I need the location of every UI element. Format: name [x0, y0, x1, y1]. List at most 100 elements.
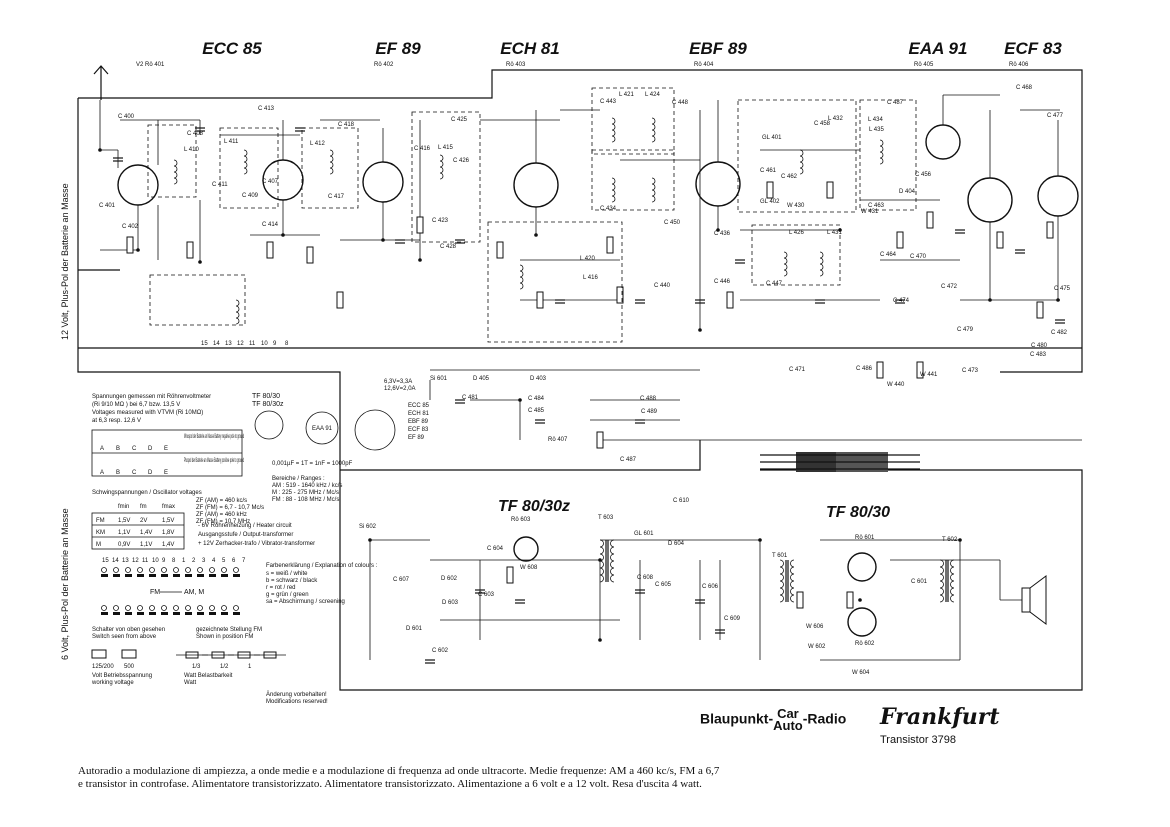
switch-am-label: AM, M	[184, 589, 204, 596]
revision-note-line: Änderung vorbehalten!	[266, 691, 327, 698]
tube-label: EBF 89	[689, 39, 747, 58]
socket-label: ECC 85	[408, 403, 430, 409]
speaker-symbol	[1021, 575, 1047, 625]
battery-col-label: C	[132, 446, 137, 452]
component-label: C 407	[262, 179, 279, 185]
component-label: L 431	[827, 230, 842, 236]
colour-legend-item: s = weiß / white	[266, 571, 308, 577]
measure-note-line: at 6,3 resp. 12,6 V	[92, 418, 141, 424]
switch-pin-label: 10	[261, 341, 268, 347]
component-label: W 606	[806, 624, 824, 630]
switch-pin-number: 2	[192, 558, 196, 564]
if-note-line: ZF (FM) = 6,7 - 10,7 Mc/s	[196, 505, 264, 511]
watt-fraction: 1/2	[220, 664, 229, 670]
component-label: C 434	[600, 206, 617, 212]
component-label: D 601	[406, 626, 423, 632]
component-label: C 461	[760, 168, 777, 174]
component-label: C 400	[118, 114, 135, 120]
colour-legend-item: g = grün / green	[266, 592, 309, 598]
component-label: C 610	[673, 498, 690, 504]
tf-left-label: TF 80/30z	[498, 498, 570, 515]
switch-note2-line: Shown in position FM	[196, 634, 253, 640]
osc-cell: 1,8V	[162, 530, 174, 536]
switch-pin-number: 6	[232, 558, 236, 564]
component-label: C 603	[478, 592, 495, 598]
component-label: C 447	[766, 281, 783, 287]
switch-pin-number: 14	[112, 558, 119, 564]
if-note: ZF (AM) = 460 kc/sZF (FM) = 6,7 - 10,7 M…	[196, 498, 264, 525]
switch-pin-label: 9	[273, 341, 277, 347]
socket-label: ECH 81	[408, 411, 430, 417]
component-label: GL 402	[760, 199, 780, 205]
colour-legend-item: b = schwarz / black	[266, 578, 318, 584]
component-label: T 601	[772, 553, 788, 559]
battery-col-label: D	[148, 470, 153, 476]
brand-auto: Auto	[773, 718, 803, 733]
switch-pin-number: 13	[122, 558, 129, 564]
tube-label: ECH 81	[500, 39, 560, 58]
battery-row-negative: Minuspol der Batterie an Masse Battery n…	[184, 434, 244, 440]
component-label: L 435	[869, 127, 884, 133]
watt-text-line: Watt	[184, 680, 196, 686]
colour-legend-item: r = rot / red	[266, 585, 296, 591]
component-label: C 409	[242, 193, 259, 199]
model-number: Transistor 3798	[880, 734, 957, 746]
component-label: C 425	[451, 117, 468, 123]
component-label: C 474	[893, 298, 910, 304]
switch-pin-number: 12	[132, 558, 139, 564]
circuit-legend: - 6V Röhrenheizung / Heater circuitAusga…	[198, 523, 315, 547]
switch-note2-line: gezeichnete Stellung FM	[196, 627, 262, 633]
component-label: C 485	[528, 408, 545, 414]
component-label: C 426	[453, 158, 470, 164]
component-label: D 403	[530, 376, 547, 382]
component-label: W 602	[808, 644, 826, 650]
component-label: L 410	[184, 147, 199, 153]
circuit-legend-line: Ausgangsstufe / Output-transformer	[198, 532, 293, 538]
supply-note: 6,3V=3,3A	[384, 379, 412, 385]
component-label: D 405	[473, 376, 490, 382]
component-label: Rö 601	[855, 535, 875, 541]
tube-ref: V2 Rö 401	[136, 62, 165, 68]
switch-pin-label: 12	[237, 341, 244, 347]
brand-car: Car	[777, 706, 799, 721]
component-label: Rö 603	[511, 517, 531, 523]
component-label: C 411	[212, 182, 228, 188]
component-label: C 458	[814, 121, 831, 127]
component-label: C 609	[724, 616, 741, 622]
component-label: C 472	[941, 284, 958, 290]
revision-note: Änderung vorbehalten!Modifications reser…	[266, 691, 328, 705]
component-label: L 415	[438, 145, 453, 151]
component-label: L 424	[645, 92, 660, 98]
tube-label: EAA 91	[909, 39, 968, 58]
socket-label: EF 89	[408, 435, 425, 441]
brand-name: Blaupunkt-	[700, 710, 774, 727]
schematic-wiring	[98, 94, 1065, 664]
measure-note-line: Spannungen gemessen mit Röhrenvoltmeter	[92, 394, 211, 400]
component-label: C 456	[915, 172, 932, 178]
component-label: C 468	[1016, 85, 1033, 91]
component-label: C 416	[414, 146, 431, 152]
component-label: D 404	[899, 189, 916, 195]
component-label: C 436	[714, 231, 731, 237]
caption-line-1: Autoradio a modulazione di ampiezza, a o…	[78, 765, 720, 777]
switch-pin-number: 9	[162, 558, 166, 564]
voltage-label: 500	[124, 664, 135, 670]
osc-cell: 1,4V	[140, 530, 152, 536]
switch-note-line: Schalter von oben gesehen	[92, 627, 165, 633]
component-label: GL 401	[762, 135, 782, 141]
osc-cell: 1,5V	[118, 518, 130, 524]
tube-envelopes	[117, 124, 1079, 223]
tf-small-label-2: TF 80/30z	[252, 401, 284, 408]
component-label: C 470	[910, 254, 927, 260]
component-label: Rö 407	[548, 437, 568, 443]
switch-pin-number: 4	[212, 558, 216, 564]
component-label: T 602	[942, 537, 958, 543]
battery-col-label: A	[100, 446, 104, 452]
tube-ref: Rö 404	[694, 62, 714, 68]
switch-pin-label: 15	[201, 341, 208, 347]
